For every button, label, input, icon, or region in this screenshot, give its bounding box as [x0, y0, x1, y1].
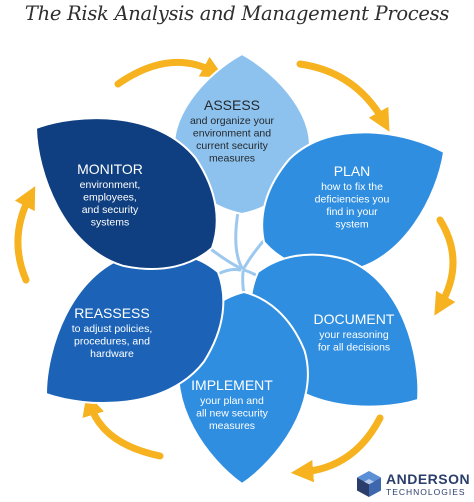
leaf-stem — [242, 236, 268, 270]
leaf-monitor: MONITOR environment,employees,and securit… — [34, 117, 218, 270]
leaf-stem — [241, 270, 246, 296]
step-description-line: procedures, and — [74, 336, 150, 348]
step-description-line: environment, — [80, 179, 141, 191]
step-description-line: hardware — [90, 348, 134, 360]
step-description-line: for all decisions — [318, 342, 390, 354]
step-heading: REASSESS — [74, 305, 149, 321]
cycle-arrow — [434, 216, 457, 316]
step-description-line: system — [335, 219, 369, 231]
step-description-line: measures — [209, 153, 255, 165]
step-description-line: how to fix the — [321, 181, 383, 193]
step-heading: IMPLEMENT — [191, 377, 273, 393]
cycle-arrow — [14, 186, 36, 284]
step-heading: DOCUMENT — [314, 311, 395, 327]
step-heading: ASSESS — [204, 97, 260, 113]
step-description-line: deficiencies you — [315, 194, 390, 206]
step-heading: PLAN — [334, 163, 371, 179]
logo-subtitle: TECHNOLOGIES — [386, 487, 466, 497]
step-description-line: your reasoning — [319, 329, 389, 341]
leaf-reassess: REASSESS to adjust policies,procedures, a… — [44, 250, 225, 405]
leaf-shape — [44, 250, 225, 405]
leaf-shape — [261, 131, 446, 273]
page-title: The Risk Analysis and Management Process — [24, 2, 450, 25]
leaf-stem — [210, 248, 242, 270]
cycle-arrow — [114, 56, 224, 88]
step-description-line: systems — [91, 217, 130, 229]
step-description-line: measures — [209, 420, 255, 432]
step-description-line: find in your — [326, 206, 378, 218]
step-description-line: all new security — [196, 408, 269, 420]
step-description-line: current security — [196, 140, 269, 152]
leaf-stem — [234, 210, 244, 270]
logo-name: ANDERSON — [386, 471, 471, 487]
leaf-stem — [216, 268, 242, 276]
step-description-line: and security — [82, 204, 139, 216]
company-logo: ANDERSON TECHNOLOGIES — [356, 470, 472, 500]
leaf-shape — [34, 117, 218, 270]
cycle-arrow — [296, 60, 390, 132]
cycle-arrows — [14, 56, 457, 483]
step-description-line: and organize your — [190, 115, 275, 127]
step-description-line: environment and — [193, 128, 271, 140]
leaf-shape — [173, 52, 311, 216]
step-description-line: your plan and — [200, 395, 264, 407]
cycle-arrow — [82, 393, 164, 460]
step-description-line: employees, — [83, 192, 137, 204]
step-description-line: to adjust policies, — [72, 323, 153, 335]
anderson-cube-icon — [357, 471, 381, 497]
step-heading: MONITOR — [77, 161, 143, 177]
cycle-arrow — [290, 414, 384, 483]
